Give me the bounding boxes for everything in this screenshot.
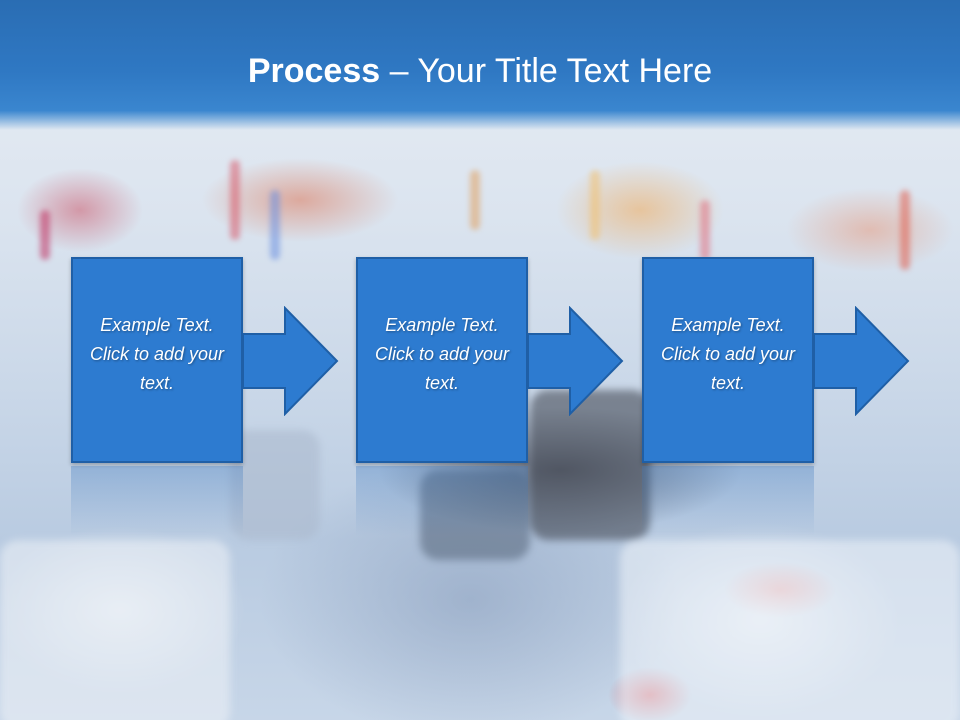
light-streak <box>590 170 600 240</box>
step-3-text: Example Text. Click to add your text. <box>660 314 796 393</box>
header-band: Process – Your Title Text Here <box>0 0 960 130</box>
process-step-2[interactable]: Example Text. Click to add your text. <box>356 257 528 463</box>
step-3-reflection <box>642 466 814 536</box>
process-step-1[interactable]: Example Text. Click to add your text. <box>71 257 243 463</box>
car-shape <box>230 430 320 540</box>
step-1-text: Example Text. Click to add your text. <box>89 314 225 393</box>
car-shape <box>0 540 230 720</box>
right-arrow-icon <box>814 306 910 416</box>
right-arrow-icon <box>528 306 624 416</box>
step-2-text: Example Text. Click to add your text. <box>374 314 510 393</box>
title-rest: – Your Title Text Here <box>380 52 713 90</box>
light-streak <box>270 190 280 260</box>
slide-title[interactable]: Process – Your Title Text Here <box>0 52 960 91</box>
step-1-reflection <box>71 466 243 536</box>
light-streak <box>40 210 50 260</box>
light-streak <box>470 170 480 230</box>
title-bold: Process <box>247 52 381 90</box>
light-streak <box>900 190 910 270</box>
light-streak <box>230 160 240 240</box>
right-arrow-icon <box>243 306 339 416</box>
car-shape <box>420 470 530 560</box>
step-2-reflection <box>356 466 528 536</box>
light-streak <box>700 200 710 260</box>
process-step-3[interactable]: Example Text. Click to add your text. <box>642 257 814 463</box>
car-shape <box>530 390 650 540</box>
car-shape <box>620 540 960 720</box>
